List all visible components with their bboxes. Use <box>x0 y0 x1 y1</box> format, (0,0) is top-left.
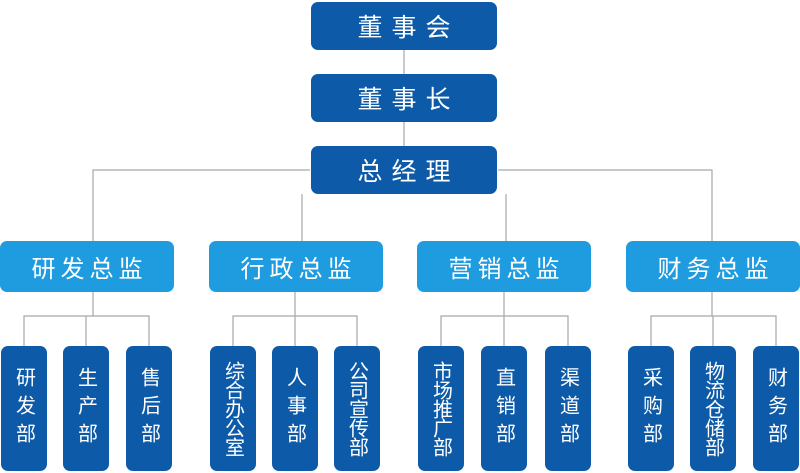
general-manager-node: 总经理 <box>311 146 497 194</box>
department-node: 采购部 <box>628 346 674 471</box>
chairman-node: 董事长 <box>311 74 497 122</box>
department-node: 财务部 <box>753 346 799 471</box>
department-node: 综合办公室 <box>210 346 256 471</box>
department-node: 直销部 <box>481 346 527 471</box>
director-admin-node: 行政总监 <box>209 241 383 292</box>
director-marketing-node: 营销总监 <box>417 241 591 292</box>
director-rd-node: 研发总监 <box>0 241 174 292</box>
department-node: 市场推广部 <box>418 346 464 471</box>
department-node: 生产部 <box>63 346 109 471</box>
department-node: 物流仓储部 <box>690 346 736 471</box>
director-finance-node: 财务总监 <box>626 241 800 292</box>
department-node: 公司宣传部 <box>334 346 380 471</box>
department-node: 人事部 <box>272 346 318 471</box>
board-node: 董事会 <box>311 2 497 50</box>
department-node: 渠道部 <box>545 346 591 471</box>
department-node: 研发部 <box>1 346 47 471</box>
department-node: 售后部 <box>126 346 172 471</box>
